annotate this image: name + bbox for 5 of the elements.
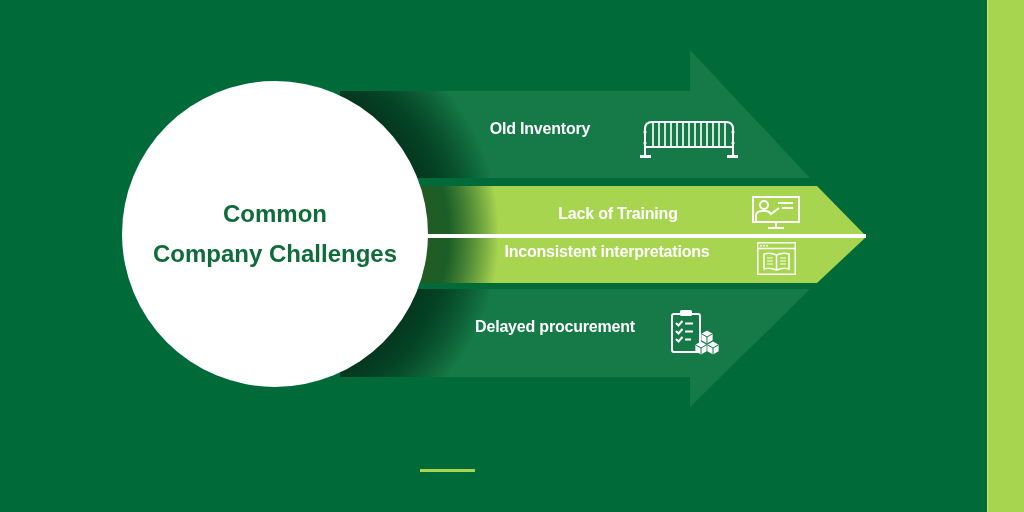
challenge-label: Lack of Training — [558, 203, 678, 223]
circle-title: Common Company Challenges — [152, 199, 398, 269]
challenge-label: Delayed procurement — [475, 316, 635, 336]
challenge-label: Inconsistent interpretations — [504, 241, 710, 261]
challenge-label: Old Inventory — [489, 118, 591, 138]
